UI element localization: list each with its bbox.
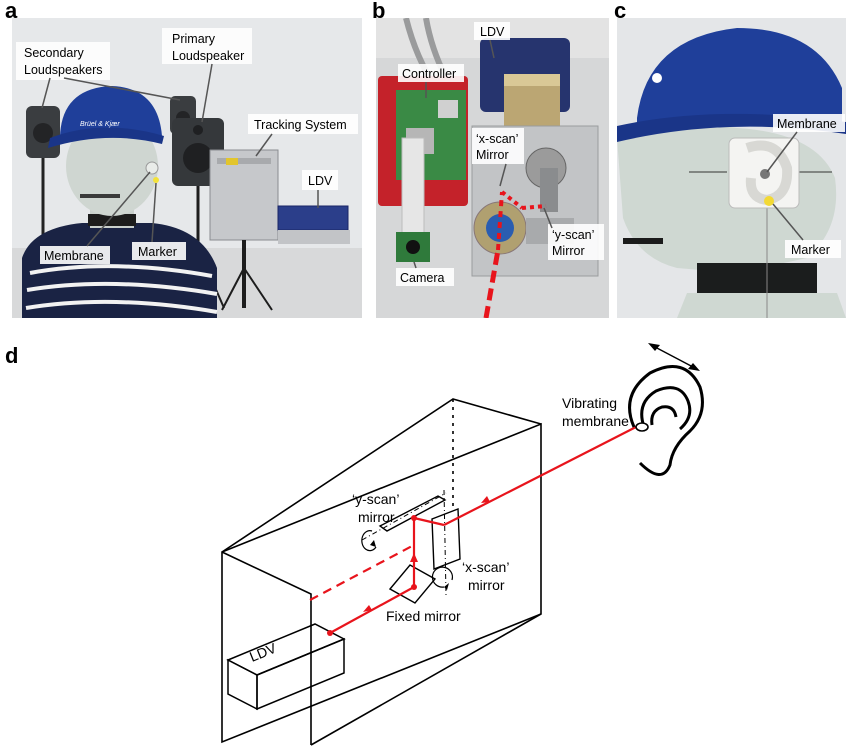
label-x-scan-2: Mirror	[476, 148, 509, 162]
label-fixed-mirror: Fixed mirror	[386, 608, 461, 624]
label-membrane-a: Membrane	[44, 249, 104, 263]
cap-logo: Brüel & Kjær	[80, 121, 120, 128]
laser-beam-d	[309, 426, 637, 634]
panel-label-b: b	[372, 0, 386, 23]
label-membrane-c: Membrane	[777, 117, 837, 131]
tracking-system	[209, 149, 279, 311]
label-ldv-a: LDV	[308, 174, 333, 188]
label-secondary-loudspeakers-1: Secondary	[24, 46, 85, 60]
label-ldv-b: LDV	[480, 25, 505, 39]
label-x-scan-1: ‘x-scan’	[476, 132, 518, 146]
ldv-unit	[277, 205, 350, 244]
ear-simulator	[728, 137, 800, 209]
label-vibrating-1: Vibrating	[562, 395, 617, 411]
panel-a-photo: Brüel & Kjær Secondary Loudspeakers Prim…	[12, 18, 362, 318]
label-primary-loudspeaker-2: Loudspeaker	[172, 49, 244, 63]
laser-path-b	[483, 190, 547, 318]
label-x-scan-d-2: mirror	[468, 577, 505, 593]
label-controller: Controller	[402, 67, 456, 81]
ear-icon	[628, 365, 704, 476]
label-marker-a: Marker	[138, 245, 177, 259]
label-vibrating-2: membrane	[562, 413, 629, 429]
camera	[396, 232, 430, 262]
x-scan-mirror	[431, 489, 461, 596]
housing-box	[221, 398, 542, 746]
panel-label-a: a	[5, 0, 18, 23]
ldv-block	[226, 623, 346, 711]
label-x-scan-d-1: ‘x-scan’	[462, 559, 509, 575]
panel-label-c: c	[614, 0, 627, 23]
motion-arrow-icon	[648, 343, 700, 371]
panel-c-photo: Membrane Marker	[617, 18, 846, 318]
y-scan-mirror	[361, 492, 447, 552]
label-y-scan-1: ‘y-scan’	[552, 228, 594, 242]
panel-label-d: d	[5, 343, 19, 368]
label-camera: Camera	[400, 271, 445, 285]
label-secondary-loudspeakers-2: Loudspeakers	[24, 63, 103, 77]
label-primary-loudspeaker-1: Primary	[172, 32, 216, 46]
panel-b-photo: LDV Controller ‘x-scan’ Mirror ‘y-scan’ …	[376, 18, 609, 318]
label-y-scan-d-1: ‘y-scan’	[352, 491, 399, 507]
panel-d-diagram: LDV	[0, 335, 850, 749]
label-tracking-system: Tracking System	[254, 118, 347, 132]
label-y-scan-d-2: mirror	[358, 509, 395, 525]
laser-markers	[327, 496, 490, 636]
label-y-scan-2: Mirror	[552, 244, 585, 258]
label-ldv-d: LDV	[247, 639, 279, 664]
label-marker-c: Marker	[791, 243, 830, 257]
